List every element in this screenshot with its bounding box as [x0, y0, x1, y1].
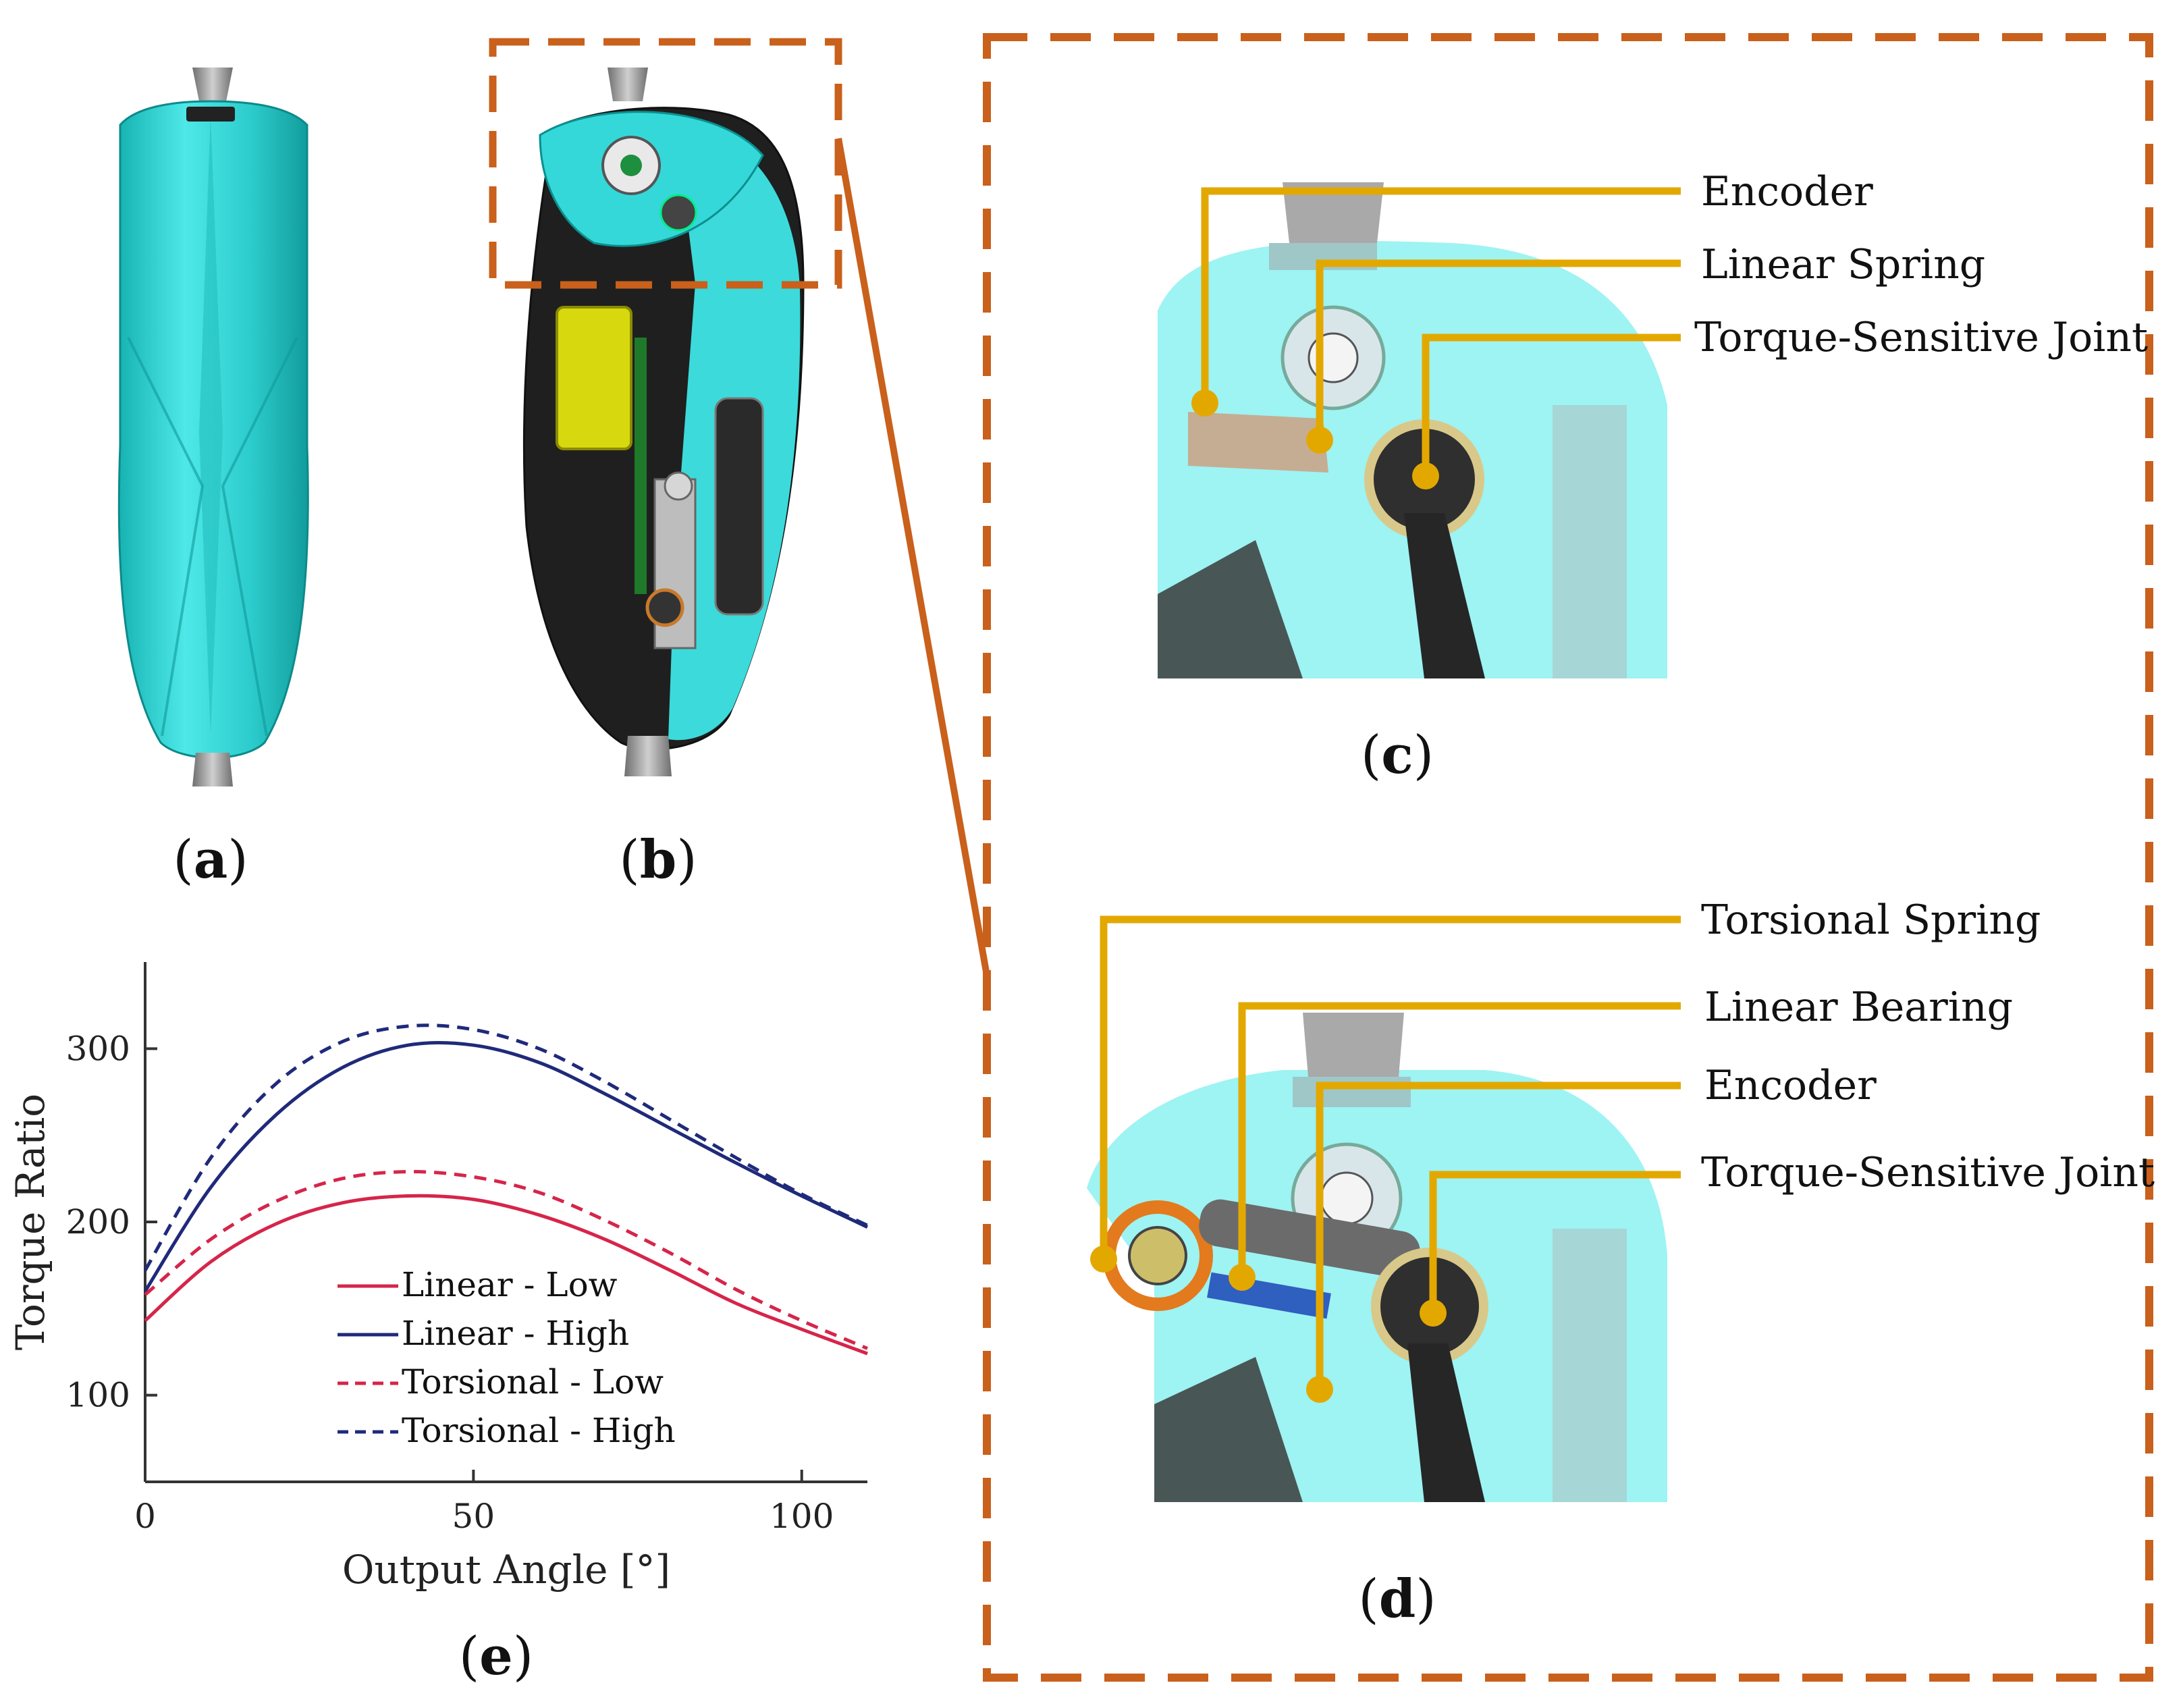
- y-tick-label: 200: [66, 1202, 130, 1242]
- legend-label-linear-low: Linear - Low: [402, 1265, 618, 1304]
- panel-c-illustration: [1158, 182, 1667, 678]
- panel-c-caption-close: ): [1413, 725, 1434, 786]
- panel-c-caption: (c): [1361, 724, 1434, 786]
- panel-b-caption-letter: b: [640, 829, 677, 890]
- panel-d-callouts: [1090, 915, 1681, 1403]
- panel-e-caption: (e): [459, 1626, 534, 1687]
- panel-e-caption-open: (: [459, 1626, 479, 1687]
- panel-a-caption-letter: a: [194, 829, 228, 890]
- panel-c-caption-letter: c: [1381, 724, 1413, 786]
- panel-d-caption-open: (: [1358, 1569, 1378, 1630]
- x-tick-label: 0: [134, 1497, 156, 1536]
- legend-label-torsional-high: Torsional - High: [402, 1411, 676, 1450]
- panel-e-caption-close: ): [513, 1626, 533, 1687]
- callout-d-encoder: Encoder: [1704, 1062, 1877, 1109]
- panel-d-caption-letter: d: [1379, 1568, 1416, 1630]
- panel-a-caption: (a): [173, 829, 248, 890]
- panel-c-caption-open: (: [1361, 725, 1381, 786]
- callout-d-torsional-spring: Torsional Spring: [1701, 897, 2041, 944]
- panel-a-caption-close: ): [227, 830, 248, 890]
- x-tick-group: 0 50 100: [134, 1470, 834, 1536]
- callout-c-encoder: Encoder: [1701, 168, 1873, 215]
- y-tick-label: 100: [66, 1376, 130, 1415]
- panel-a-illustration: [117, 68, 309, 786]
- panel-d-caption-close: ): [1416, 1569, 1436, 1630]
- panel-a-caption-open: (: [173, 830, 193, 890]
- zoom-detail-box: [983, 33, 2153, 1682]
- series-line-linear-low: [144, 1194, 868, 1356]
- callout-c-linear-spring: Linear Spring: [1701, 241, 1985, 288]
- series-line-torsional-low: [144, 1170, 868, 1350]
- panel-d-caption: (d): [1358, 1568, 1436, 1630]
- series-line-linear-high: [143, 1040, 869, 1293]
- panel-b-highlight-box: [489, 38, 842, 289]
- legend-label-linear-high: Linear - High: [402, 1314, 629, 1353]
- callout-d-torque-sensitive-joint: Torque-Sensitive Joint: [1701, 1149, 2155, 1196]
- zoom-leader-upper: [835, 138, 990, 976]
- x-axis-title: Output Angle [°]: [342, 1547, 670, 1593]
- y-tick-label: 300: [66, 1029, 130, 1068]
- callout-c-torque-sensitive-joint: Torque-Sensitive Joint: [1694, 314, 2148, 361]
- series-line-torsional-high: [143, 1023, 869, 1272]
- panel-b-illustration: [522, 68, 805, 776]
- series-layer: [143, 1023, 869, 1356]
- y-tick-group: 100 200 300: [66, 1029, 157, 1415]
- legend-label-torsional-low: Torsional - Low: [402, 1362, 664, 1402]
- x-tick-label: 100: [770, 1497, 834, 1536]
- callout-d-linear-bearing: Linear Bearing: [1704, 984, 2013, 1031]
- y-axis-title: Torque Ratio: [7, 1094, 53, 1350]
- panel-e-caption-letter: e: [479, 1626, 513, 1687]
- panel-b-caption: (b): [619, 829, 697, 890]
- panel-b-caption-open: (: [619, 830, 639, 890]
- x-tick-label: 50: [452, 1497, 495, 1536]
- panel-b-caption-close: ): [676, 830, 697, 890]
- panel-c-callouts: [1191, 187, 1681, 489]
